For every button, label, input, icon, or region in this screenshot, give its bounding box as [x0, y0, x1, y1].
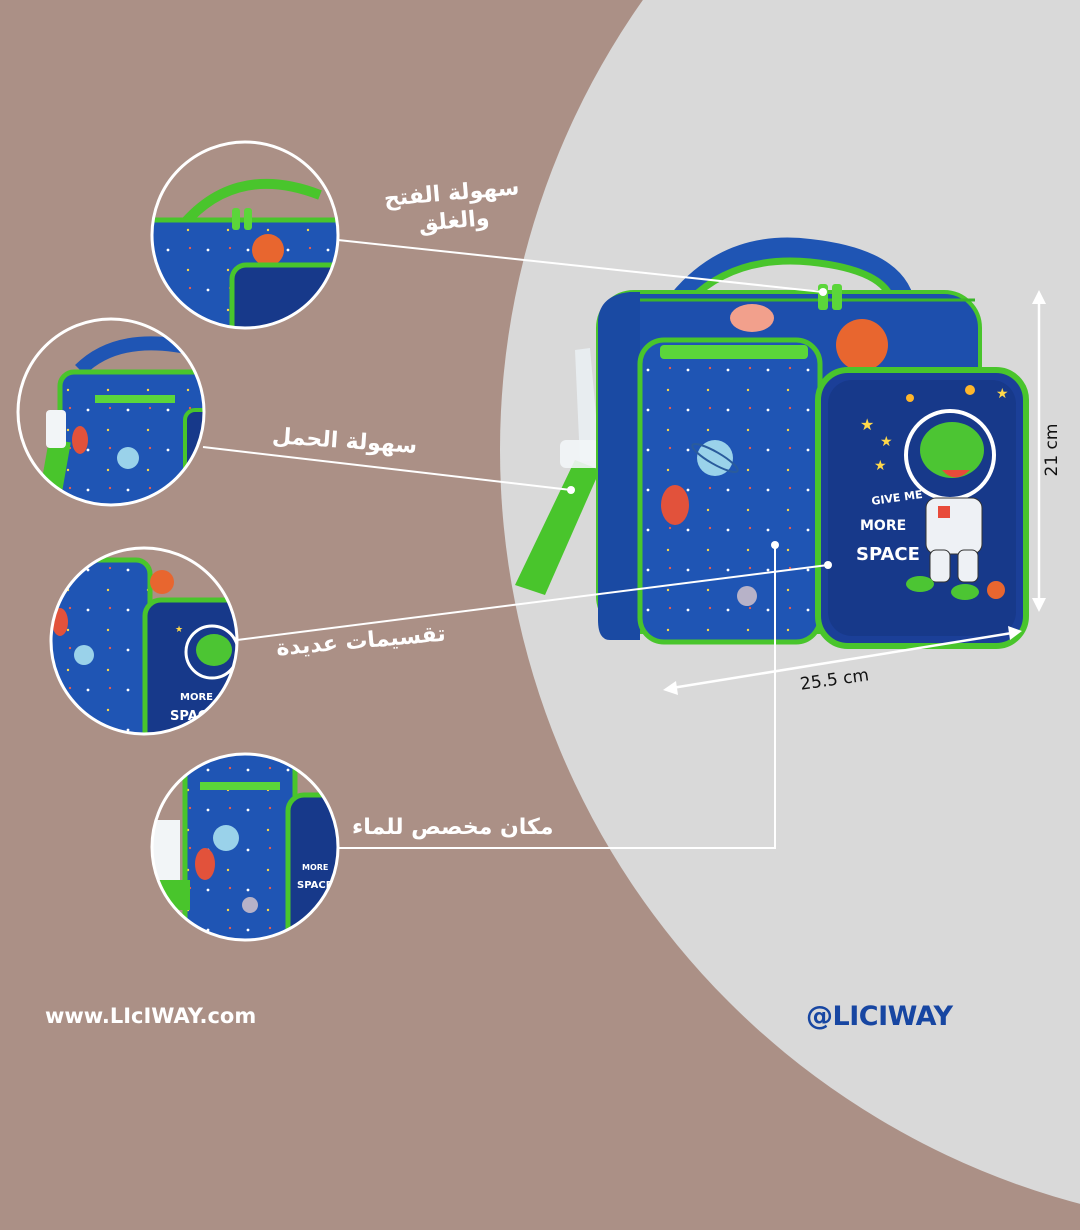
- callout-lines: [202, 239, 829, 849]
- lunch-bag-main: ★ ★ ★ ★: [515, 237, 1029, 649]
- svg-text:SPACE: SPACE: [170, 709, 216, 724]
- svg-text:★: ★: [880, 434, 893, 450]
- svg-text:★: ★: [860, 415, 874, 434]
- arrow-left-icon: [663, 681, 678, 695]
- print-line-3: SPACE: [856, 544, 920, 565]
- feature-label-line: مكان مخصص للماء: [352, 815, 554, 840]
- svg-text:SPACE: SPACE: [297, 880, 333, 891]
- svg-text:★: ★: [996, 386, 1009, 402]
- detail-circle-compartments: ★ MORE SPACE: [49, 546, 239, 736]
- detail-circle-strap: [16, 317, 206, 507]
- arrow-down-icon: [1032, 598, 1046, 612]
- feature-label-water: مكان مخصص للماء: [352, 814, 553, 842]
- svg-text:★: ★: [874, 458, 887, 474]
- website-link[interactable]: www.LIcIWAY.com: [45, 1004, 257, 1028]
- arrow-up-icon: [1032, 290, 1046, 304]
- svg-text:★: ★: [175, 625, 183, 635]
- height-dimension-label: 21 cm: [1042, 423, 1062, 477]
- arrow-right-icon: [1008, 626, 1022, 640]
- social-handle[interactable]: @LICIWAY: [806, 1001, 953, 1032]
- product-illustration: ★ ★ ★ ★ GIVE ME MORE SPACE: [16, 140, 1046, 942]
- detail-circle-zipper: [150, 140, 340, 330]
- svg-text:MORE: MORE: [180, 692, 213, 703]
- svg-text:MORE: MORE: [302, 863, 328, 872]
- width-dimension-arrow: [671, 631, 1013, 690]
- feature-label-open-close: سهولة الفتح والغلق: [383, 174, 523, 241]
- print-line-2: MORE: [860, 518, 906, 534]
- detail-circle-bottle: MORE SPACE: [150, 752, 340, 942]
- callout-dots: [567, 288, 832, 569]
